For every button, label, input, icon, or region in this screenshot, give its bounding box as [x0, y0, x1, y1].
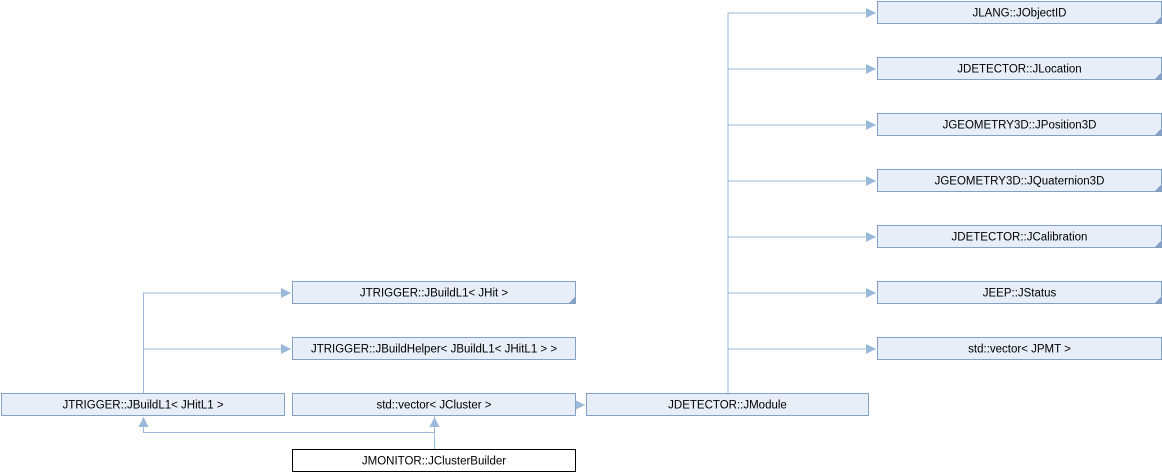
class-label: JGEOMETRY3D::JQuaternion3D — [935, 176, 1105, 188]
class-label: JMONITOR::JClusterBuilder — [362, 456, 506, 468]
class-label: JLANG::JObjectID — [973, 8, 1067, 20]
truncated-corner-icon — [1155, 185, 1161, 191]
class-node-jobjectid[interactable]: JLANG::JObjectID — [877, 1, 1162, 24]
edge-jbuildl1_jhitl1-to-jbuildhelper — [143, 344, 291, 393]
class-node-jcalibration[interactable]: JDETECTOR::JCalibration — [877, 225, 1162, 248]
truncated-corner-icon — [1155, 241, 1161, 247]
edge-jmodule-to-jobjectid — [727, 8, 876, 393]
class-node-jposition3d[interactable]: JGEOMETRY3D::JPosition3D — [877, 113, 1162, 136]
truncated-corner-icon — [1155, 17, 1161, 23]
edge-jmodule-to-jposition3d — [727, 120, 876, 393]
class-box — [292, 393, 576, 416]
class-node-jquaternion3d[interactable]: JGEOMETRY3D::JQuaternion3D — [877, 169, 1162, 192]
edges-layer — [138, 8, 876, 449]
edge-jmodule-to-jstatus — [727, 288, 876, 393]
class-node-vector_jpmt[interactable]: std::vector< JPMT > — [877, 337, 1162, 360]
edge-jmodule-to-jquaternion3d — [727, 176, 876, 393]
class-node-jbuildl1_jhit[interactable]: JTRIGGER::JBuildL1< JHit > — [292, 281, 576, 304]
class-label: JDETECTOR::JModule — [668, 400, 787, 412]
class-label: JDETECTOR::JLocation — [957, 64, 1081, 76]
class-label: JTRIGGER::JBuildL1< JHitL1 > — [62, 400, 223, 412]
truncated-corner-icon — [1155, 73, 1161, 79]
class-label: std::vector< JPMT > — [968, 344, 1071, 356]
class-node-jmodule[interactable]: JDETECTOR::JModule — [586, 393, 869, 416]
class-label: JEEP::JStatus — [983, 288, 1057, 300]
class-node-jbuildhelper[interactable]: JTRIGGER::JBuildHelper< JBuildL1< JHitL1… — [292, 337, 576, 360]
class-node-jlocation[interactable]: JDETECTOR::JLocation — [877, 57, 1162, 80]
class-node-jbuildl1_jhitl1[interactable]: JTRIGGER::JBuildL1< JHitL1 > — [1, 393, 285, 416]
class-node-jclusterbuilder: JMONITOR::JClusterBuilder — [292, 449, 576, 472]
truncated-corner-icon — [1155, 129, 1161, 135]
class-node-jstatus[interactable]: JEEP::JStatus — [877, 281, 1162, 304]
edge-jclusterbuilder-to-jbuildl1_jhitl1 — [138, 417, 435, 449]
class-node-vector_jcluster[interactable]: std::vector< JCluster > — [292, 393, 576, 416]
edge-jbuildl1_jhitl1-to-jbuildl1_jhit — [143, 288, 291, 393]
class-label: std::vector< JCluster > — [376, 400, 491, 412]
truncated-corner-icon — [569, 297, 575, 303]
class-label: JTRIGGER::JBuildHelper< JBuildL1< JHitL1… — [311, 344, 557, 356]
class-box — [586, 393, 869, 416]
class-box — [292, 337, 576, 360]
edge-jmodule-to-jlocation — [727, 64, 876, 393]
class-label: JDETECTOR::JCalibration — [952, 232, 1088, 244]
edge-jmodule-to-jcalibration — [727, 232, 876, 393]
class-label: JGEOMETRY3D::JPosition3D — [943, 120, 1097, 132]
class-label: JTRIGGER::JBuildL1< JHit > — [360, 288, 509, 300]
class-box — [292, 281, 576, 304]
class-box — [1, 393, 285, 416]
edge-jmodule-to-vector_jpmt — [727, 344, 876, 393]
truncated-corner-icon — [1155, 297, 1161, 303]
